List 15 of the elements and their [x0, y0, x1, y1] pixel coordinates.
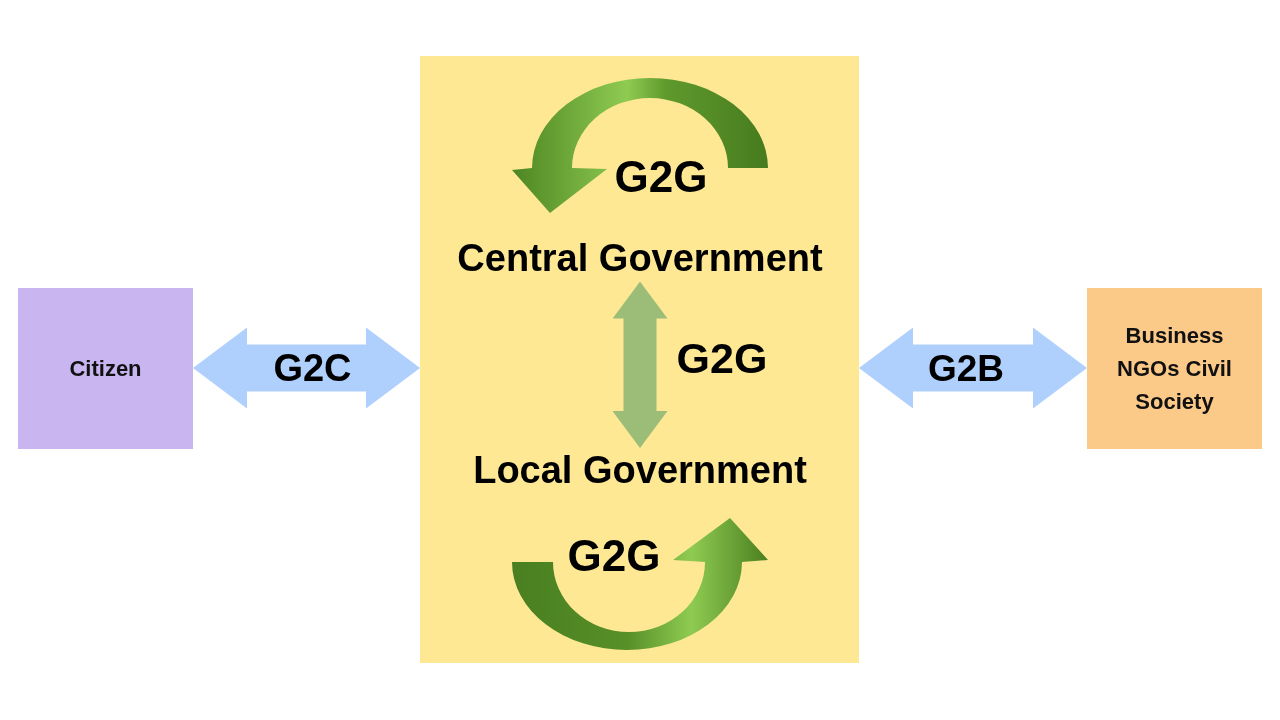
node-label: Central Government	[457, 236, 823, 282]
arrow-label: G2G	[614, 152, 708, 202]
entity-box	[18, 288, 193, 449]
double-arrow	[193, 327, 420, 409]
edge-label: G2G	[676, 335, 768, 383]
group-panel	[420, 56, 859, 663]
edge-label: G2C	[273, 348, 352, 390]
arrow-label: G2G	[567, 531, 661, 581]
double-arrow	[859, 327, 1087, 409]
double-arrow	[612, 281, 668, 448]
entity-box	[1087, 288, 1262, 449]
node-label: Local Government	[473, 448, 807, 494]
box-label: Business NGOs Civil Society	[1116, 322, 1233, 416]
edge-label: G2B	[927, 348, 1005, 390]
box-label: Citizen	[69, 355, 142, 383]
